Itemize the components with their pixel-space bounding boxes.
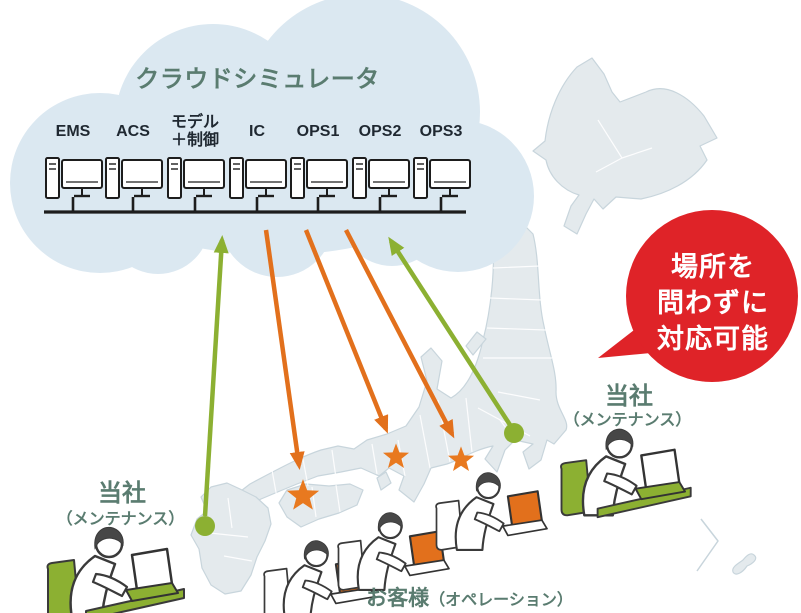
server-label-ops2: OPS2 — [358, 123, 402, 141]
connection-arrows — [195, 228, 524, 536]
customer-label: お客様（オペレーション） — [352, 582, 587, 610]
maintenance-arrow-left — [202, 235, 229, 517]
server-label-ems: EMS — [55, 123, 91, 141]
maintenance-right-label: 当社 — [605, 382, 653, 410]
bubble-text-line1: 場所を — [671, 251, 755, 282]
server-acs-icon — [105, 157, 163, 212]
server-ops3-icon — [413, 157, 471, 212]
customer-label-main: お客様 — [366, 587, 430, 610]
map-awaji-island — [376, 471, 392, 491]
maintenance-left-sublabel: （メンテナンス） — [56, 511, 185, 528]
maintenance-location-dot-kyushu — [195, 516, 215, 536]
customer-label-sub: （オペレーション） — [429, 592, 573, 609]
map-sado-island — [465, 331, 487, 356]
server-ic-icon — [229, 157, 287, 212]
map-okinawa-divider — [696, 518, 719, 572]
server-ops1-icon — [290, 157, 348, 212]
map-okinawa-island — [732, 553, 757, 575]
map-shikoku — [278, 483, 364, 528]
maintenance-right-sublabel: （メンテナンス） — [563, 412, 692, 429]
operation-arrow-3 — [344, 228, 455, 439]
server-label-ops3: OPS3 — [419, 123, 463, 141]
maintenance-person-right-icon — [559, 427, 692, 519]
maintenance-left-label: 当社 — [98, 479, 146, 507]
operation-arrow-2 — [303, 229, 389, 434]
map-kyushu — [190, 482, 272, 595]
cloud-title: クラウドシミュレータ — [135, 65, 380, 93]
server-label-ops1: OPS1 — [296, 123, 340, 141]
maintenance-person-left-icon — [46, 526, 186, 613]
operation-arrow-1 — [263, 229, 305, 470]
customer-person-3-icon — [435, 471, 554, 553]
speech-bubble-circle — [626, 210, 798, 382]
server-ops2-icon — [352, 157, 410, 212]
speech-bubble — [598, 210, 798, 382]
bubble-text-line3: 対応可能 — [657, 323, 769, 354]
bubble-text-line2: 問わずに — [657, 287, 769, 318]
maintenance-location-dot-kanto — [504, 423, 524, 443]
simulator-servers — [44, 157, 471, 214]
server-model-control-icon — [167, 157, 225, 212]
server-label-model-control: モデル ＋制御 — [170, 114, 219, 149]
map-hokkaido — [532, 57, 718, 235]
server-ems-icon — [45, 157, 103, 212]
server-label-ic: IC — [249, 123, 265, 141]
map-honshu — [236, 223, 568, 508]
maintenance-arrow-right — [388, 236, 514, 430]
server-label-acs: ACS — [116, 123, 150, 141]
